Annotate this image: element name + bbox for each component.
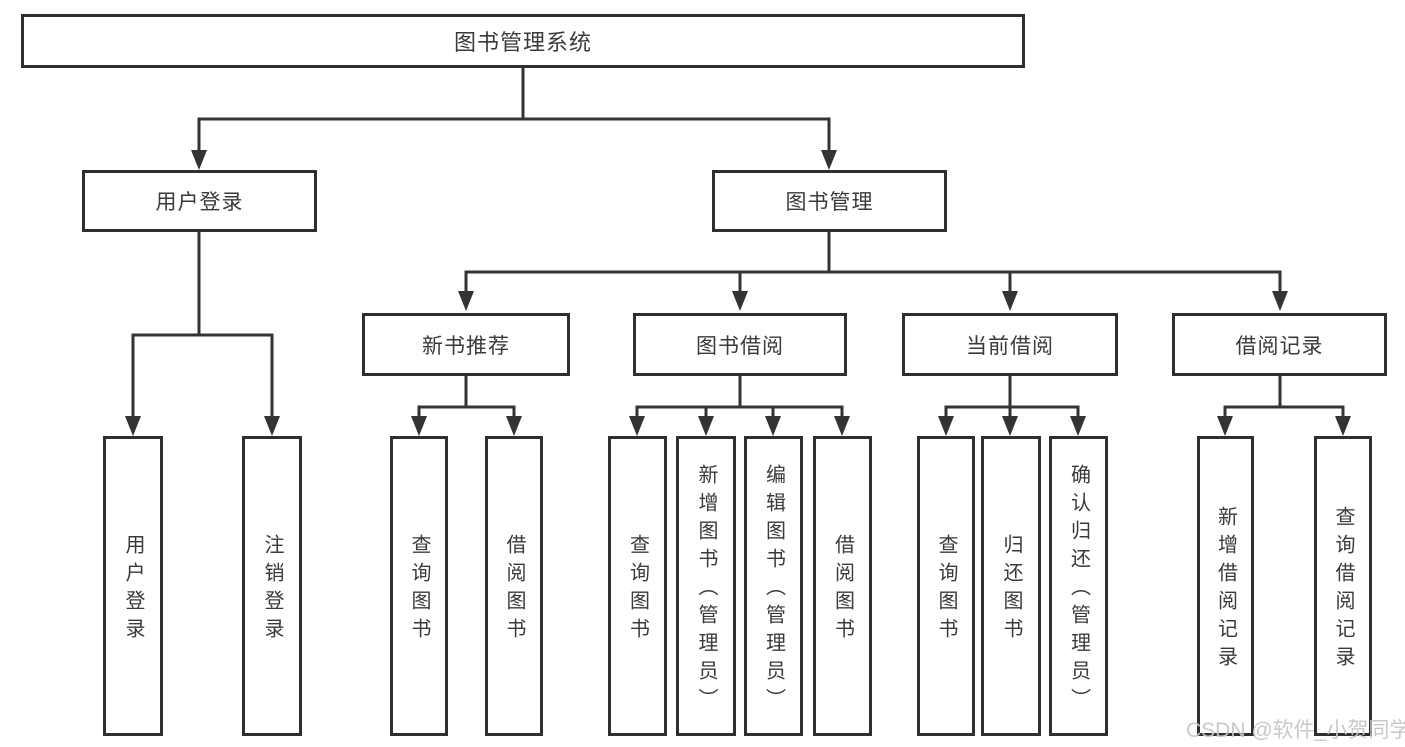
leaf-add-book-admin: 新增图书（管理员） <box>676 436 736 736</box>
leaf-label: 查询图书 <box>626 534 649 646</box>
leaf-label: 注销登录 <box>261 534 283 646</box>
leaf-label: 确认归还（管理员） <box>1067 464 1090 716</box>
edge-new-book-to-leaves <box>417 374 516 420</box>
leaf-label: 归还图书 <box>1000 534 1022 646</box>
leaf-logout: 注销登录 <box>242 436 302 736</box>
leaf-label: 用户登录 <box>122 534 144 646</box>
leaf-label: 查询借阅记录 <box>1332 506 1354 674</box>
leaf-edit-book-admin: 编辑图书（管理员） <box>744 436 803 736</box>
node-current-borrow: 当前借阅 <box>902 313 1118 376</box>
arrowhead-icon <box>191 150 837 170</box>
node-borrow-record: 借阅记录 <box>1172 313 1387 376</box>
arrowhead-icon <box>938 416 1086 436</box>
edge-root-to-level2 <box>197 66 831 154</box>
leaf-borrow-book-1: 借阅图书 <box>485 436 543 736</box>
leaf-query-borrow-record: 查询借阅记录 <box>1314 436 1372 736</box>
leaf-query-book-2: 查询图书 <box>608 436 667 736</box>
leaf-label: 新增借阅记录 <box>1214 506 1237 674</box>
leaf-label: 新增图书（管理员） <box>695 464 717 716</box>
arrowhead-icon <box>125 416 280 436</box>
leaf-query-book-1: 查询图书 <box>390 436 448 736</box>
edge-book-management-to-sections <box>464 230 1282 295</box>
leaf-add-borrow-record: 新增借阅记录 <box>1197 436 1254 736</box>
csdn-watermark: CSDN @软件_小贺同学 <box>1186 719 1405 742</box>
node-book-borrow: 图书借阅 <box>633 313 847 376</box>
node-user-login: 用户登录 <box>82 170 317 232</box>
arrowhead-icon <box>458 291 1288 311</box>
edge-current-borrow-to-leaves <box>944 374 1080 420</box>
node-book-management: 图书管理 <box>712 170 947 232</box>
arrowhead-icon <box>629 416 850 436</box>
arrowhead-icon <box>411 416 522 436</box>
edge-borrow-record-to-leaves <box>1223 374 1345 420</box>
leaf-borrow-book-2: 借阅图书 <box>813 436 872 736</box>
leaf-label: 查询图书 <box>935 534 957 646</box>
leaf-user-login: 用户登录 <box>103 436 163 736</box>
edge-book-borrow-to-leaves <box>635 374 844 420</box>
node-new-book-recommend: 新书推荐 <box>362 313 570 376</box>
leaf-label: 查询图书 <box>408 534 430 646</box>
edge-user-login-to-leaves <box>131 230 274 419</box>
node-library-management-system: 图书管理系统 <box>21 14 1025 68</box>
leaf-return-book: 归还图书 <box>981 436 1041 736</box>
leaf-label: 借阅图书 <box>503 534 525 646</box>
leaf-label: 编辑图书（管理员） <box>762 464 785 716</box>
leaf-confirm-return-admin: 确认归还（管理员） <box>1049 436 1108 736</box>
leaf-label: 借阅图书 <box>831 534 854 646</box>
arrowhead-icon <box>1217 416 1351 436</box>
leaf-query-book-3: 查询图书 <box>917 436 975 736</box>
